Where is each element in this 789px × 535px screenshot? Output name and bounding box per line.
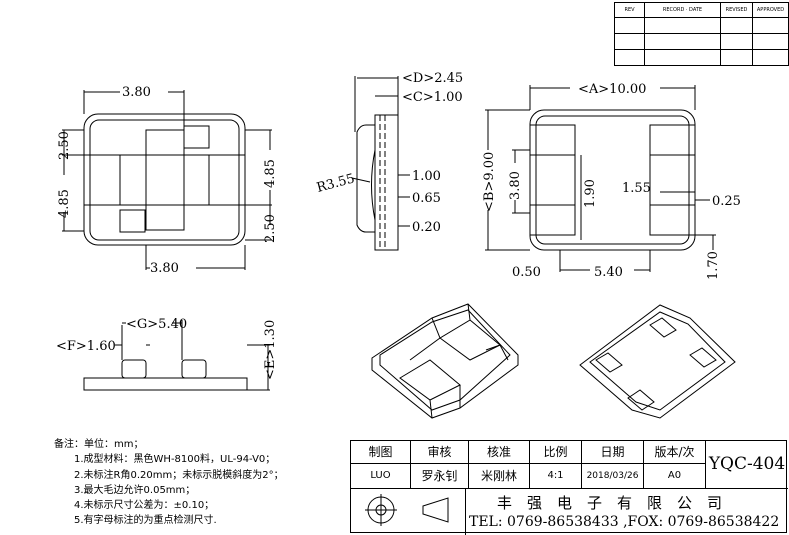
dim-3-80: 3.80 xyxy=(508,171,523,200)
dim-1-70: 1.70 xyxy=(706,251,721,280)
dim-0-50: 0.50 xyxy=(512,265,541,280)
projection-symbol xyxy=(365,494,449,526)
dim-1-90: 1.90 xyxy=(583,179,598,208)
dim-d: <D>2.45 xyxy=(402,71,463,86)
header-approved-by: 核准 xyxy=(469,441,530,464)
isometric-bottom-view xyxy=(579,304,736,419)
front-view xyxy=(83,320,270,391)
dim-left-4-85: 4.85 xyxy=(57,189,72,218)
isometric-top-view xyxy=(371,303,519,419)
header-drawn-by: 制图 xyxy=(351,441,411,464)
header-scale: 比例 xyxy=(530,441,582,464)
dim-radius: R3.55 xyxy=(315,171,356,196)
title-block: 制图 审核 核准 比例 日期 版本/次 LUO 罗永钊 米刚林 4:1 2018… xyxy=(350,440,788,535)
note-item: 4.未标示尺寸公差为：±0.10； xyxy=(74,500,215,512)
dim-top-width: 3.80 xyxy=(122,85,151,100)
part-number: YQC-404 xyxy=(708,454,786,474)
dim-0-65: 0.65 xyxy=(412,191,441,206)
symbol-cell xyxy=(351,489,466,535)
note-item: 3.最大毛边允许0.05mm； xyxy=(74,484,196,496)
header-checked-by: 审核 xyxy=(411,441,469,464)
dim-5-40: 5.40 xyxy=(594,265,623,280)
dim-bottom-width: 3.80 xyxy=(150,261,179,276)
notes-block: 备注：单位：mm； 1.成型材料：黑色WH-8100料，UL-94-V0； 2.… xyxy=(54,437,284,529)
note-item: 5.有字母标注的为重点检测尺寸. xyxy=(74,515,217,527)
dim-0-25: 0.25 xyxy=(712,194,741,209)
value-scale: 4:1 xyxy=(530,464,582,488)
dim-0-20: 0.20 xyxy=(412,220,441,235)
dim-c: <C>1.00 xyxy=(402,90,463,105)
side-section-view xyxy=(351,76,410,251)
value-approved-by: 米刚林 xyxy=(469,464,530,488)
dim-right-4-85: 4.85 xyxy=(263,159,278,188)
value-version: A0 xyxy=(644,464,706,488)
value-date: 2018/03/26 xyxy=(582,464,644,488)
dim-g: <G>5.40 xyxy=(126,317,187,332)
revision-table: REV RECORD · DATE REVISED APPROVED xyxy=(614,2,789,66)
value-drawn-by: LUO xyxy=(351,464,411,488)
value-checked-by: 罗永钊 xyxy=(411,464,469,488)
notes-title: 备注：单位：mm； xyxy=(54,439,144,450)
company-row: 丰强电子有限公司 TEL: 0769-86538433 ,FOX: 0769-8… xyxy=(351,488,788,535)
dim-b: <B>9.00 xyxy=(482,152,497,212)
contact-info: TEL: 0769-86538433 ,FOX: 0769-86538422 xyxy=(469,514,780,530)
bottom-view xyxy=(485,85,716,272)
dim-left-2-50: 2.50 xyxy=(57,131,72,160)
dim-a: <A>10.00 xyxy=(578,82,646,97)
dim-right-2-50: 2.50 xyxy=(263,214,278,243)
header-date: 日期 xyxy=(582,441,644,464)
top-view xyxy=(62,90,272,270)
company-name: 丰强电子有限公司 xyxy=(497,494,738,512)
note-item: 1.成型材料：黑色WH-8100料，UL-94-V0； xyxy=(74,454,276,466)
dim-e: <E>1.30 xyxy=(263,320,278,380)
header-version: 版本/次 xyxy=(644,441,706,464)
dim-1-55: 1.55 xyxy=(622,181,651,196)
dim-1-00: 1.00 xyxy=(412,169,441,184)
dim-f: <F>1.60 xyxy=(56,339,116,354)
note-item: 2.未标注R角0.20mm；未标示脱模斜度为2°； xyxy=(74,469,284,481)
